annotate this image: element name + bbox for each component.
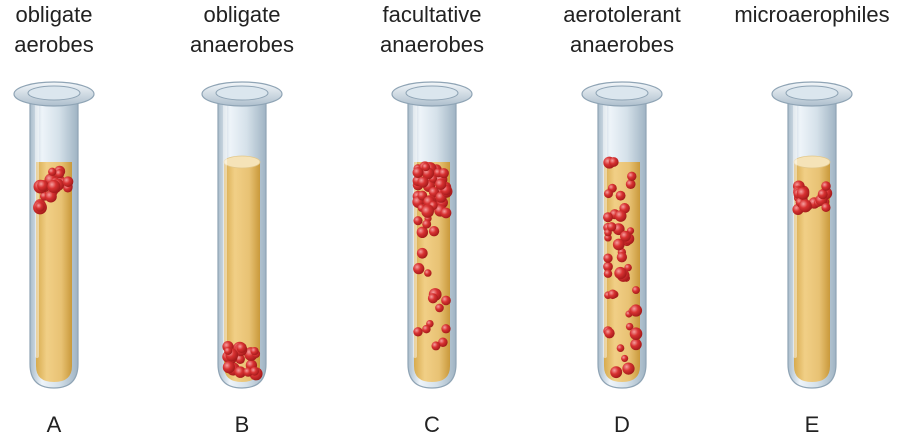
bacterium <box>234 366 247 378</box>
bacterium <box>616 344 625 352</box>
bacterium <box>614 210 627 222</box>
bacterium <box>440 207 452 219</box>
bacterium <box>441 324 451 334</box>
bacterium <box>416 247 428 259</box>
bacterium <box>224 346 233 355</box>
tube-opening <box>595 85 649 101</box>
bacterium <box>435 178 447 190</box>
bacterium <box>614 266 627 280</box>
glass-highlight <box>223 104 227 358</box>
bacterium <box>607 222 617 232</box>
bacterium <box>441 295 451 306</box>
bacterium <box>632 286 640 294</box>
test-tube-b <box>201 81 283 389</box>
bacterium <box>413 327 423 337</box>
bacterium <box>35 202 45 212</box>
bacterium <box>603 212 613 223</box>
tube-d-caption: aerotolerant anaerobes <box>563 2 681 57</box>
bacterium <box>603 261 613 272</box>
bacterium <box>422 324 431 334</box>
bacterium <box>817 189 828 200</box>
tube-opening <box>405 85 459 101</box>
bacterium <box>421 205 434 218</box>
bacterium <box>44 190 57 203</box>
bacterium <box>416 226 429 239</box>
test-tube-e <box>771 81 853 389</box>
bacterium <box>435 303 444 313</box>
tube-b-letter: B <box>234 412 250 437</box>
bacterium <box>629 304 643 317</box>
bacterium <box>48 167 57 176</box>
bacterium <box>629 327 643 341</box>
growth-medium <box>36 162 72 382</box>
tube-opening <box>215 85 269 101</box>
tube-e-letter: E <box>804 412 820 437</box>
bacterium <box>431 341 441 351</box>
bacterium <box>412 167 424 178</box>
tube-c-letter: C <box>424 412 440 437</box>
bacterium <box>438 168 449 179</box>
bacterium <box>627 171 637 182</box>
bacterium <box>616 252 628 263</box>
bacterium <box>236 342 247 353</box>
test-tube-a <box>13 81 95 389</box>
bacterium <box>624 263 632 272</box>
tube-d-letter: D <box>614 412 630 437</box>
bacterium <box>615 190 626 201</box>
glass-highlight <box>793 104 797 358</box>
tube-a-caption: obligate aerobes <box>14 2 94 57</box>
bacterium <box>250 346 259 356</box>
bacterium <box>625 322 634 331</box>
bacterium <box>421 162 431 172</box>
test-tube-d <box>581 81 663 389</box>
bacterium <box>422 219 432 229</box>
bacterium <box>821 181 831 191</box>
tube-b-caption: obligate anaerobes <box>190 2 294 57</box>
bacterium <box>604 327 615 339</box>
bacterium <box>222 361 235 374</box>
bacterium <box>607 289 618 300</box>
bacterium <box>620 230 631 242</box>
bacterium <box>413 263 425 275</box>
test-tube-c <box>391 81 473 389</box>
medium-surface <box>223 155 261 169</box>
tube-opening <box>785 85 839 101</box>
bacterium <box>625 179 636 190</box>
bacterium <box>612 238 625 251</box>
tube-e-caption: microaerophiles <box>734 2 890 27</box>
bacterium <box>796 187 810 200</box>
tube-c-caption: facultative anaerobes <box>380 2 484 57</box>
bacterium <box>610 366 623 379</box>
bacterium <box>424 269 432 277</box>
bacterium <box>54 169 65 179</box>
bacterium <box>821 202 831 213</box>
growth-medium <box>224 162 260 382</box>
medium-surface <box>793 155 831 169</box>
bacterium <box>438 337 448 347</box>
tube-opening <box>27 85 81 101</box>
bacterium <box>250 366 260 376</box>
glass-highlight <box>413 104 417 358</box>
bacterium <box>622 362 635 375</box>
bacterium <box>47 179 61 193</box>
tube-a-letter: A <box>46 412 62 437</box>
bacterium <box>62 176 74 187</box>
bacterium <box>608 157 619 167</box>
glass-highlight <box>35 104 39 358</box>
bacterium <box>798 199 812 213</box>
bacterium <box>428 225 440 237</box>
bacterium <box>621 354 629 362</box>
bacterium <box>604 234 612 242</box>
bacterium <box>630 338 642 351</box>
bacterium <box>413 216 423 226</box>
bacterium <box>417 176 429 188</box>
bacterium <box>603 189 613 199</box>
bacterium <box>603 253 613 263</box>
bacterium <box>37 179 49 192</box>
growth-medium <box>794 162 830 382</box>
bacterium <box>427 293 439 304</box>
bacterium <box>603 269 613 278</box>
